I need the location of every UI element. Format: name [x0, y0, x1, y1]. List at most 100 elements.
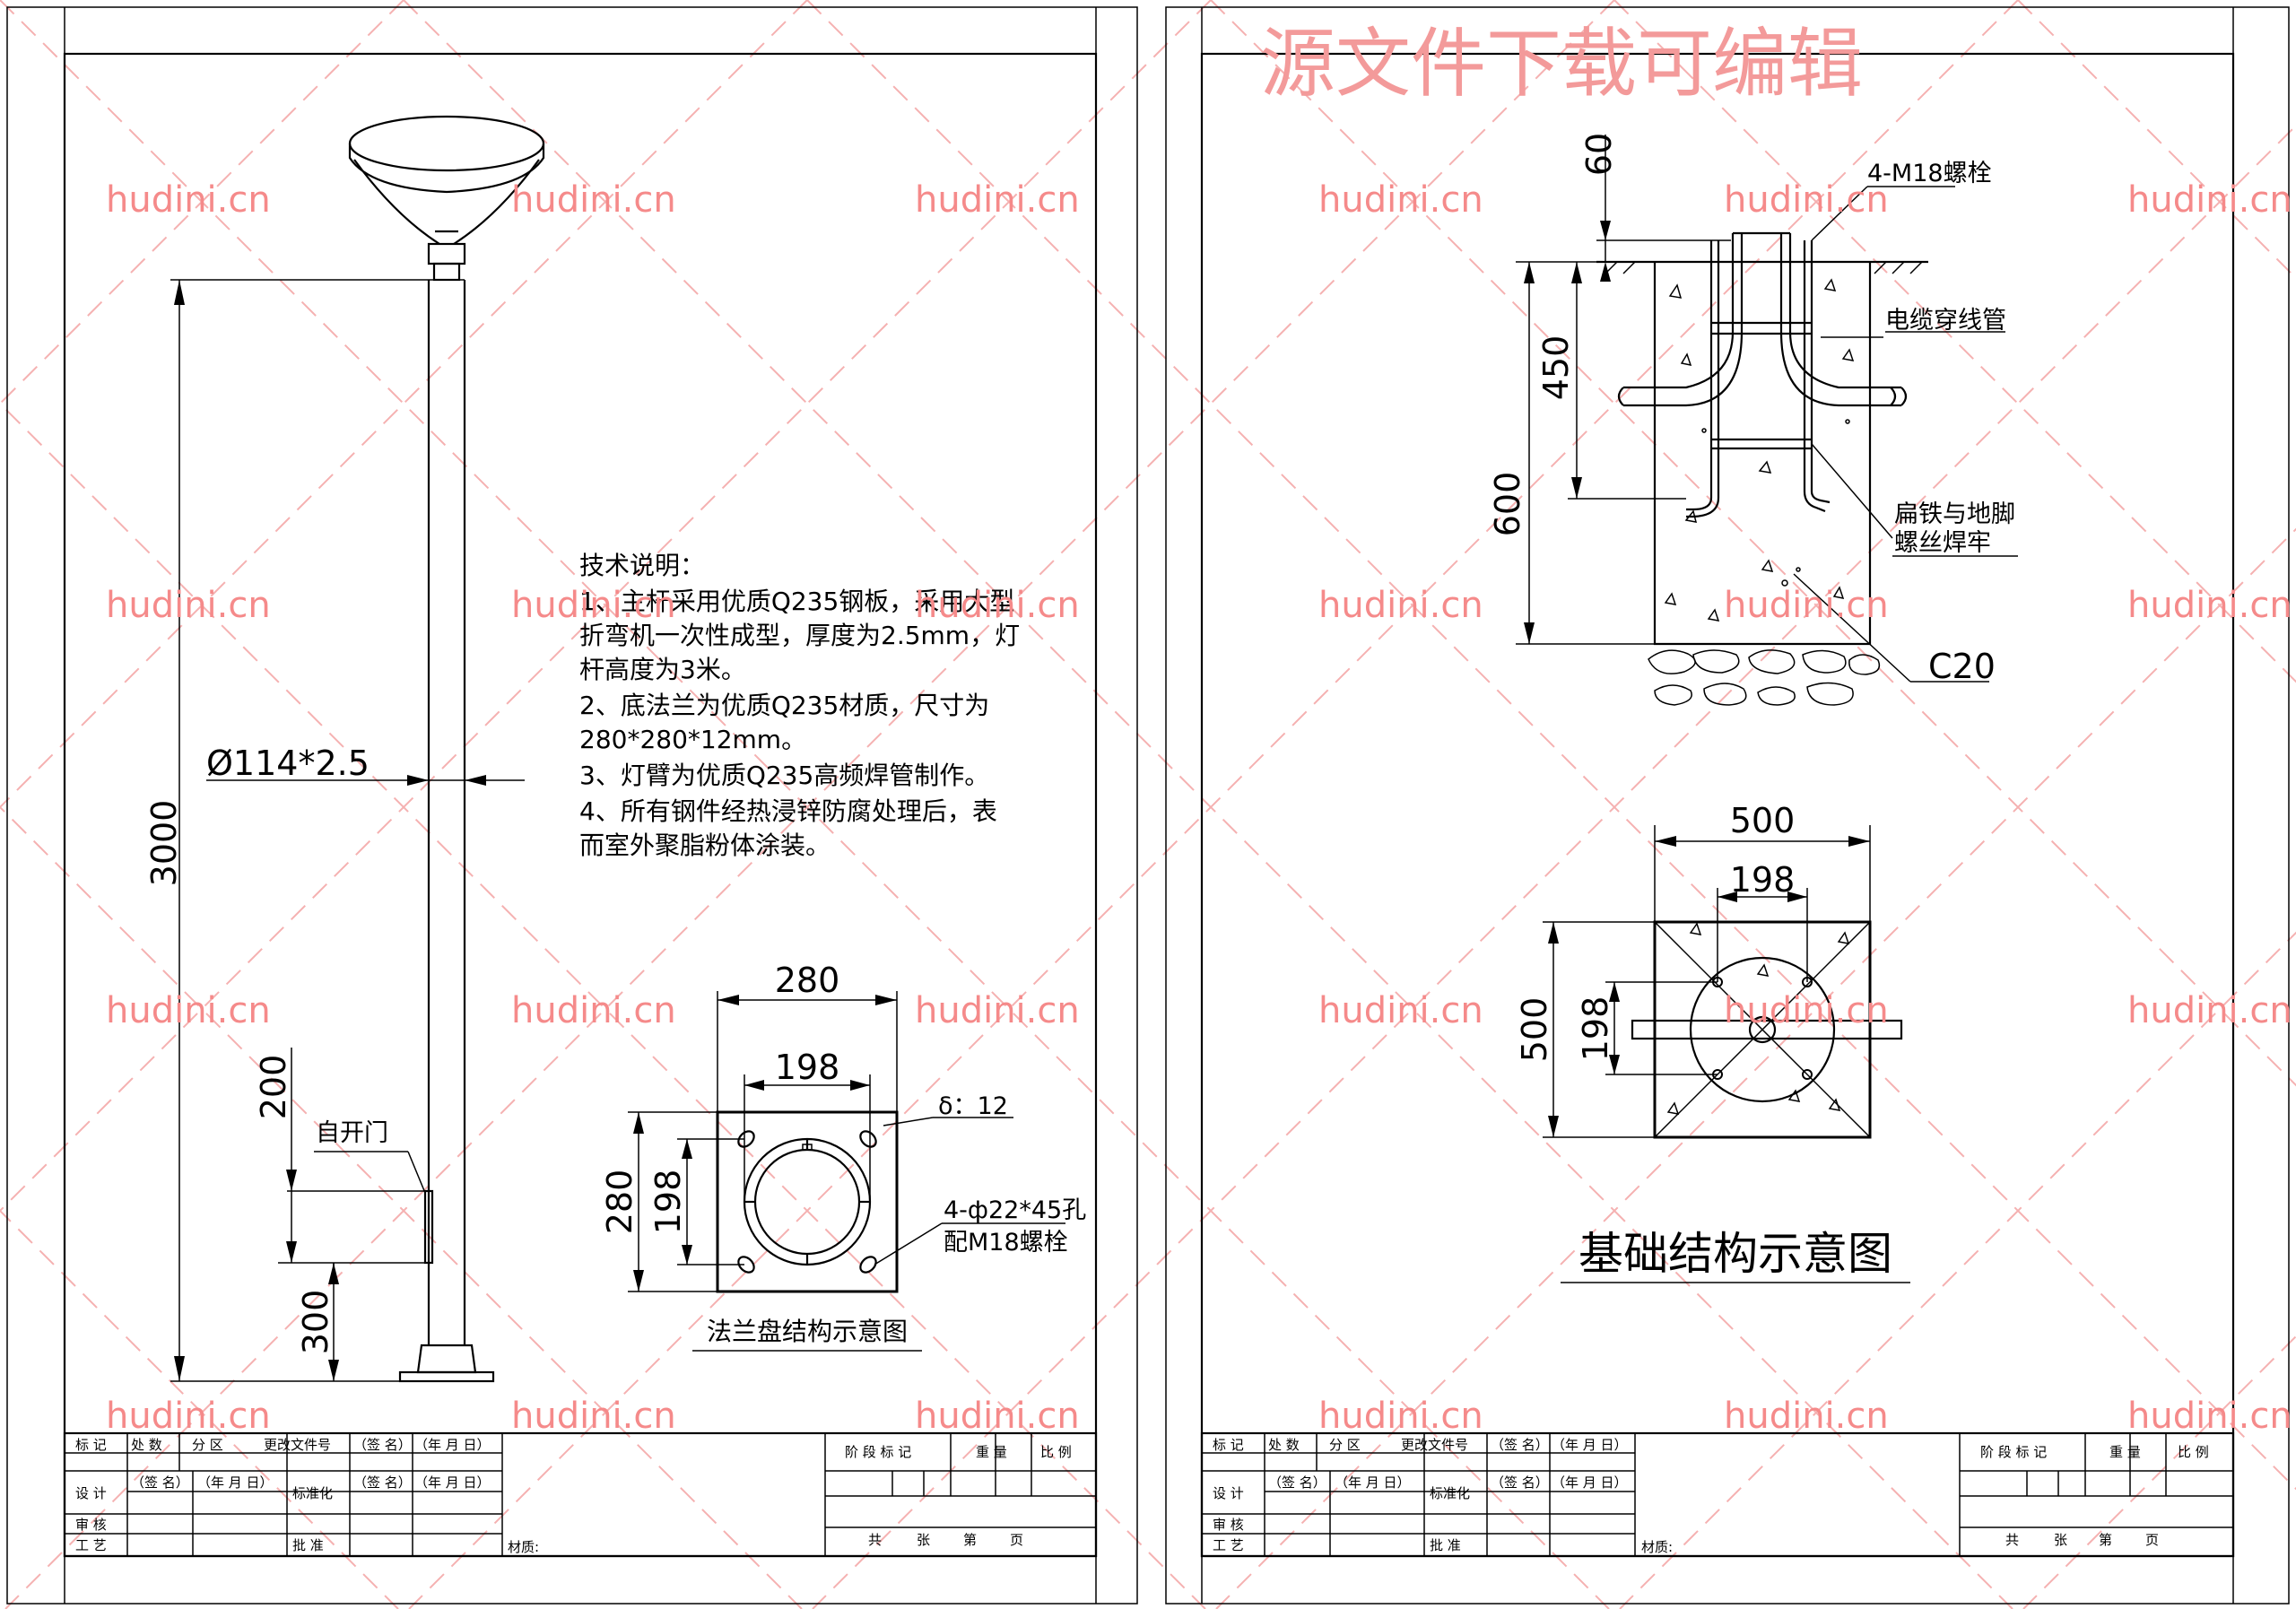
- watermark-site: hudini.cn: [1318, 1396, 1483, 1437]
- watermark-site: hudini.cn: [2127, 585, 2292, 626]
- concrete-label: C20: [1928, 647, 1996, 686]
- watermark-site: hudini.cn: [1318, 585, 1483, 626]
- watermark-text-layer: 源文件下载可编辑 hudini.cn hudini.cn hudini.cn hudi…: [106, 20, 2292, 1437]
- notes-line: 280*280*12mm。: [579, 725, 806, 754]
- tb-cell: （年 月 日）: [197, 1474, 274, 1491]
- tb-sheets: 共: [2005, 1532, 2019, 1548]
- tb-cell: （年 月 日）: [1552, 1437, 1628, 1453]
- watermark-diagonal: [0, 0, 1212, 1213]
- tb-scale: 比 例: [2178, 1444, 2209, 1460]
- pole-base-flange: [398, 1370, 495, 1383]
- watermark-diagonal: [1210, 0, 2296, 1087]
- tb-scale: 比 例: [1040, 1444, 1072, 1460]
- flange-width-inner: 198: [775, 1048, 840, 1087]
- flange-caption: 法兰盘结构示意图: [707, 1317, 908, 1346]
- tb-page: 第: [2099, 1532, 2112, 1548]
- notes-line: 3、灯臂为优质Q235高频焊管制作。: [579, 761, 989, 790]
- tb-cell: 设 计: [1213, 1485, 1244, 1501]
- flange-width-outer: 280: [775, 961, 840, 1000]
- watermark-diagonal: [2022, 1335, 2296, 1609]
- tb-cell: 标 记: [1213, 1437, 1244, 1453]
- tb-cell: 审 核: [75, 1517, 107, 1533]
- door-callout: 自开门: [314, 1119, 426, 1194]
- watermark-site: hudini.cn: [915, 990, 1080, 1031]
- tb-cell: 设 计: [75, 1485, 107, 1501]
- watermark-diagonal: [0, 0, 404, 405]
- watermark-diagonal: [1613, 0, 2296, 683]
- watermark-site: hudini.cn: [106, 179, 271, 221]
- tb-page-unit: 页: [2145, 1532, 2159, 1548]
- plan-height-inner: 198: [1576, 996, 1615, 1062]
- watermark-site: hudini.cn: [511, 179, 676, 221]
- plan-width-inner: 198: [1730, 860, 1796, 900]
- tb-cell: 标 记: [75, 1437, 107, 1453]
- flange-holes: 4-ф22*45孔: [944, 1196, 1086, 1224]
- tb-stage: 阶 段 标 记: [1980, 1444, 2047, 1460]
- dim-diameter-label: Ø114*2.5: [206, 744, 370, 783]
- notes-line: 1、主杆采用优质Q235钢板，采用大型: [579, 587, 1014, 616]
- watermark-diagonal: [408, 0, 2019, 1609]
- tb-sheets: 共: [868, 1532, 882, 1548]
- notes-title: 技术说明：: [579, 551, 705, 580]
- flange-height-outer: 280: [600, 1170, 639, 1235]
- flange-height-inner: 198: [648, 1170, 688, 1235]
- tb-cell: （年 月 日）: [1335, 1474, 1411, 1491]
- watermark-diagonal: [0, 0, 1610, 1609]
- plan-width-outer: 500: [1730, 801, 1796, 840]
- watermark-site: hudini.cn: [1318, 179, 1483, 221]
- foundation-plan: 500 198 500 198: [1515, 801, 1903, 1139]
- tb-page: 第: [963, 1532, 977, 1548]
- dim-height-label: 3000: [144, 800, 184, 887]
- tb-cell: 批 准: [292, 1537, 324, 1553]
- watermark-diagonal: [2017, 0, 2296, 280]
- watermark-site: hudini.cn: [1724, 585, 1889, 626]
- dim-mid-label: 450: [1536, 335, 1576, 401]
- flange-plate: 280 198 280 198 δ：12 4-ф22*45孔 配M18螺栓: [600, 961, 1086, 1352]
- watermark-diagonal: [4, 0, 1615, 1609]
- tb-sheet-of: 张: [917, 1532, 930, 1548]
- tb-cell: 处 数: [1268, 1437, 1300, 1453]
- tb-cell: （年 月 日）: [414, 1437, 491, 1453]
- tb-cell: 更改文件号: [264, 1437, 331, 1453]
- foundation-section: 60 450 600 4-M18螺栓 电缆穿线管 扁铁与地脚 螺丝焊牢: [1488, 133, 2018, 706]
- dim-full-label: 600: [1488, 472, 1527, 537]
- tb-cell: （签 名）: [131, 1474, 189, 1491]
- notes-line: 4、所有钢件经热浸锌防腐处理后，表: [579, 796, 997, 826]
- title-block-right: 标 记 处 数 分 区 更改文件号 （签 名） （年 月 日） 设 计 （签 名…: [1200, 1431, 2235, 1558]
- flange-thickness: δ：12: [938, 1092, 1008, 1120]
- tb-cell: （签 名）: [1491, 1437, 1549, 1453]
- watermark-site: hudini.cn: [915, 585, 1080, 626]
- tb-cell: 分 区: [192, 1437, 223, 1453]
- tb-material: 材质:: [508, 1539, 539, 1555]
- watermark-site: hudini.cn: [511, 990, 676, 1031]
- tb-sheet-of: 张: [2054, 1532, 2067, 1548]
- tb-cell: 批 准: [1430, 1537, 1461, 1553]
- watermark-site: hudini.cn: [1724, 179, 1889, 221]
- watermark-diagonal: [1215, 527, 2296, 1609]
- watermark-site: hudini.cn: [511, 585, 676, 626]
- watermark-diagonal: [403, 0, 2013, 1609]
- watermark-site: hudini.cn: [106, 1396, 271, 1437]
- tb-cell: 标准化: [1430, 1485, 1470, 1501]
- notes-line: 折弯机一次性成型，厚度为2.5mm，灯: [579, 621, 1020, 650]
- watermark-banner: 源文件下载可编辑: [1260, 20, 1863, 108]
- technical-notes: 技术说明： 1、主杆采用优质Q235钢板，采用大型 折弯机一次性成型，厚度为2.…: [579, 551, 1020, 860]
- watermark-site: hudini.cn: [2127, 179, 2292, 221]
- watermark-site: hudini.cn: [511, 1396, 676, 1437]
- lamp-head: [348, 115, 545, 282]
- tb-cell: （年 月 日）: [414, 1474, 491, 1491]
- tb-cell: （签 名）: [353, 1437, 412, 1453]
- pole-door: [423, 1189, 434, 1265]
- conduit-label: 电缆穿线管: [1885, 307, 2006, 335]
- watermark-diagonal: [0, 0, 808, 809]
- dim-top-label: 60: [1579, 133, 1619, 176]
- watermark-diagonal: [812, 124, 2296, 1609]
- notes-line: 杆高度为3米。: [579, 655, 746, 684]
- flange-bolts: 配M18螺栓: [944, 1229, 1068, 1257]
- weld-label-2: 螺丝焊牢: [1894, 529, 1991, 557]
- notes-line: 而室外聚脂粉体涂装。: [579, 831, 831, 860]
- weld-label-1: 扁铁与地脚: [1894, 500, 2015, 528]
- tb-cell: 标准化: [292, 1485, 333, 1501]
